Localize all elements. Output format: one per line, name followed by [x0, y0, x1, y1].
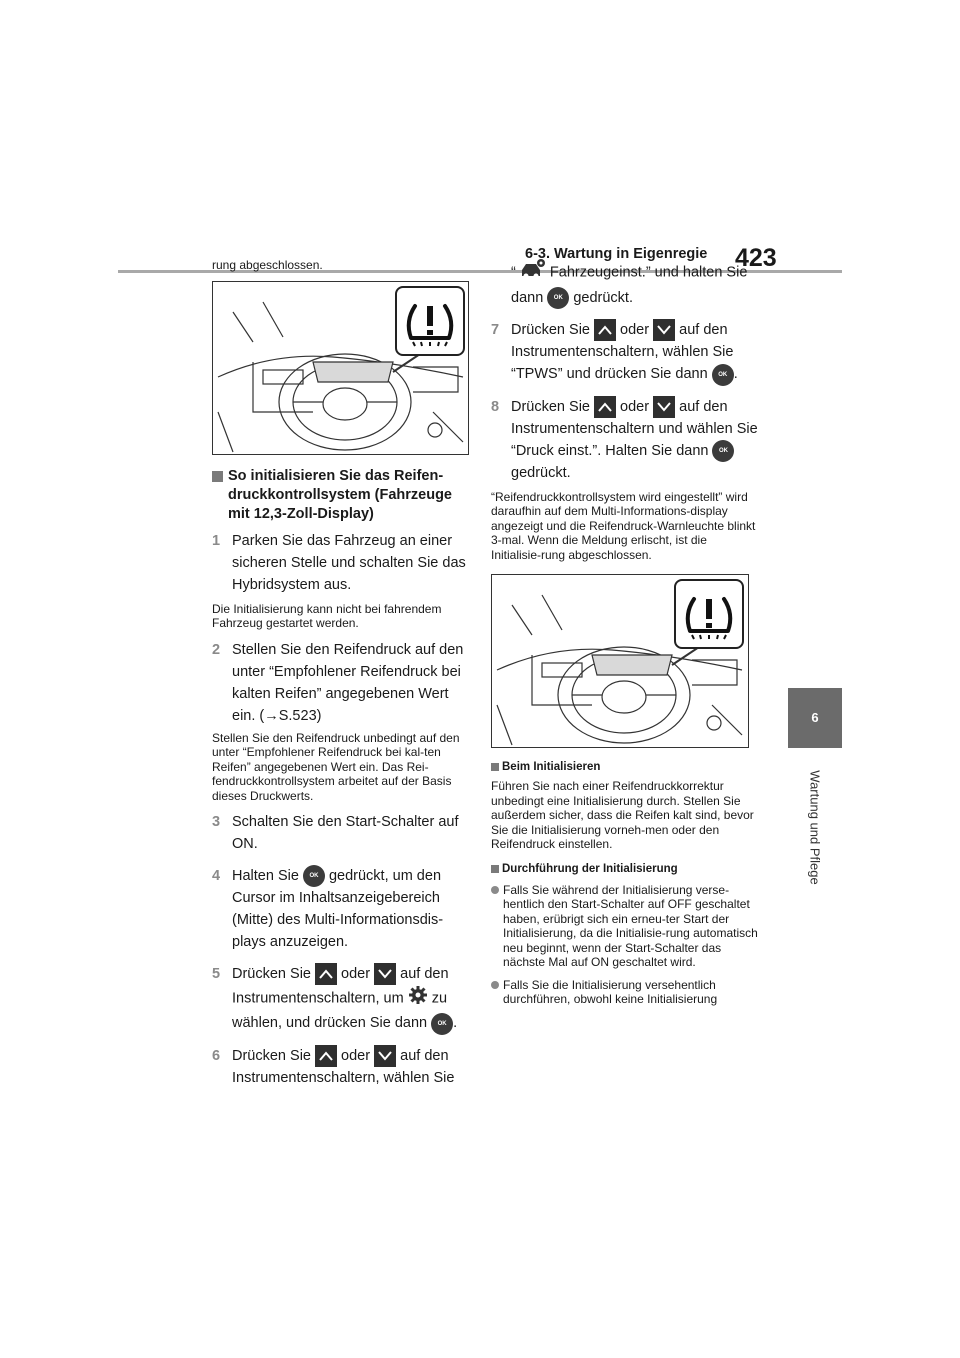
step-8-text-c: auf den Instrumentenschaltern und wählen…	[511, 398, 758, 459]
step-5-text-c: auf den Instrumentenschaltern, um	[232, 966, 449, 1007]
step-3-text: Schalten Sie den Start-Schalter auf ON.	[232, 814, 459, 852]
step-8-text-a: Drücken Sie	[511, 398, 590, 415]
ok-button-icon: OK	[547, 287, 570, 310]
tire-pressure-warning-icon	[395, 285, 465, 356]
note-2: Stellen Sie den Reifendruck unbedingt au…	[212, 730, 460, 803]
step-7-text-d: .	[733, 366, 738, 383]
left-column: rung abgeschlossen.	[212, 258, 470, 1089]
subheading-procedure: Durchführung der Initialisierung	[491, 862, 759, 877]
dashboard-figure-2	[491, 574, 749, 749]
step-6-text-c: auf den Instrumentenschaltern, wählen Si…	[232, 1047, 455, 1086]
step-4-text-b: gedrückt, um den Cursor im Inhaltsanzeig…	[232, 868, 444, 951]
step-4-text-a: Halten Sie	[232, 868, 299, 884]
gear-icon	[408, 985, 428, 1012]
intro-text: rung abgeschlossen.	[212, 258, 323, 272]
car-settings-icon	[520, 258, 546, 287]
subheading-initialize: Beim Initialisieren	[491, 760, 759, 775]
step-6-text-a: Drücken Sie	[232, 1047, 311, 1064]
note-1: Die Initialisierung kann nicht bei fahre…	[212, 601, 442, 631]
step-5-text-b: oder	[341, 966, 371, 983]
tire-pressure-warning-icon	[674, 579, 744, 650]
chapter-tab-label: Wartung und Pflege	[807, 770, 823, 885]
step-6-text-b: oder	[341, 1047, 371, 1064]
step-8-text-b: oder	[620, 398, 650, 415]
step-7-text-c: auf den Instrumentenschaltern, wählen Si…	[511, 322, 734, 383]
step-6-continued: “ Fahrzeugeinst.” und halten Sie dann OK…	[491, 258, 759, 310]
step-1-text: Parken Sie das Fahrzeug an einer sichere…	[232, 532, 466, 593]
chevron-down-icon	[653, 395, 676, 418]
chevron-up-icon	[315, 963, 338, 986]
chevron-up-icon	[315, 1044, 338, 1067]
section-heading: So initialisieren Sie das Reifen-druckko…	[212, 467, 470, 524]
chevron-down-icon	[374, 1044, 397, 1067]
chevron-up-icon	[594, 319, 617, 342]
ok-button-icon: OK	[431, 1012, 454, 1035]
step-7-text-b: oder	[620, 322, 650, 339]
step-7-text-a: Drücken Sie	[511, 322, 590, 339]
step-5-text-e: .	[453, 1015, 458, 1032]
step-5-text-d: zu wählen, und drücken Sie dann	[232, 990, 448, 1032]
step-6-cont-text: Fahrzeugeinst.” und halten Sie dann	[511, 264, 748, 306]
initialize-text: Führen Sie nach einer Reifendruckkorrekt…	[491, 779, 754, 852]
ok-button-icon: OK	[302, 865, 325, 888]
page-number: 423	[735, 244, 777, 272]
ok-button-icon: OK	[711, 363, 734, 386]
chevron-up-icon	[594, 395, 617, 418]
dashboard-figure-1	[212, 280, 469, 455]
step-2-text: Stellen Sie den Reifendruck auf den unte…	[232, 641, 464, 724]
bullet-item: Falls Sie während der Initialisierung ve…	[491, 883, 759, 970]
step-5-text-a: Drücken Sie	[232, 966, 311, 983]
chevron-down-icon	[653, 319, 676, 342]
bullet-item: Falls Sie die Initialisierung versehentl…	[491, 978, 759, 1007]
step-6-cont-text-end: gedrückt.	[573, 290, 633, 306]
right-column: “ Fahrzeugeinst.” und halten Sie dann OK…	[491, 258, 759, 1007]
step-8-text-d: gedrückt.	[511, 464, 571, 481]
ok-button-icon: OK	[712, 439, 735, 462]
chapter-tab: 6	[788, 688, 842, 748]
quote-open: “	[511, 264, 516, 281]
chevron-down-icon	[374, 963, 397, 986]
header-rule	[118, 270, 842, 273]
dashboard-illustration	[217, 301, 464, 452]
section-title: 6-3. Wartung in Eigenregie	[525, 246, 708, 262]
dashboard-illustration	[496, 595, 743, 746]
note-8: “Reifendruckkontrollsystem wird eingeste…	[491, 489, 756, 562]
